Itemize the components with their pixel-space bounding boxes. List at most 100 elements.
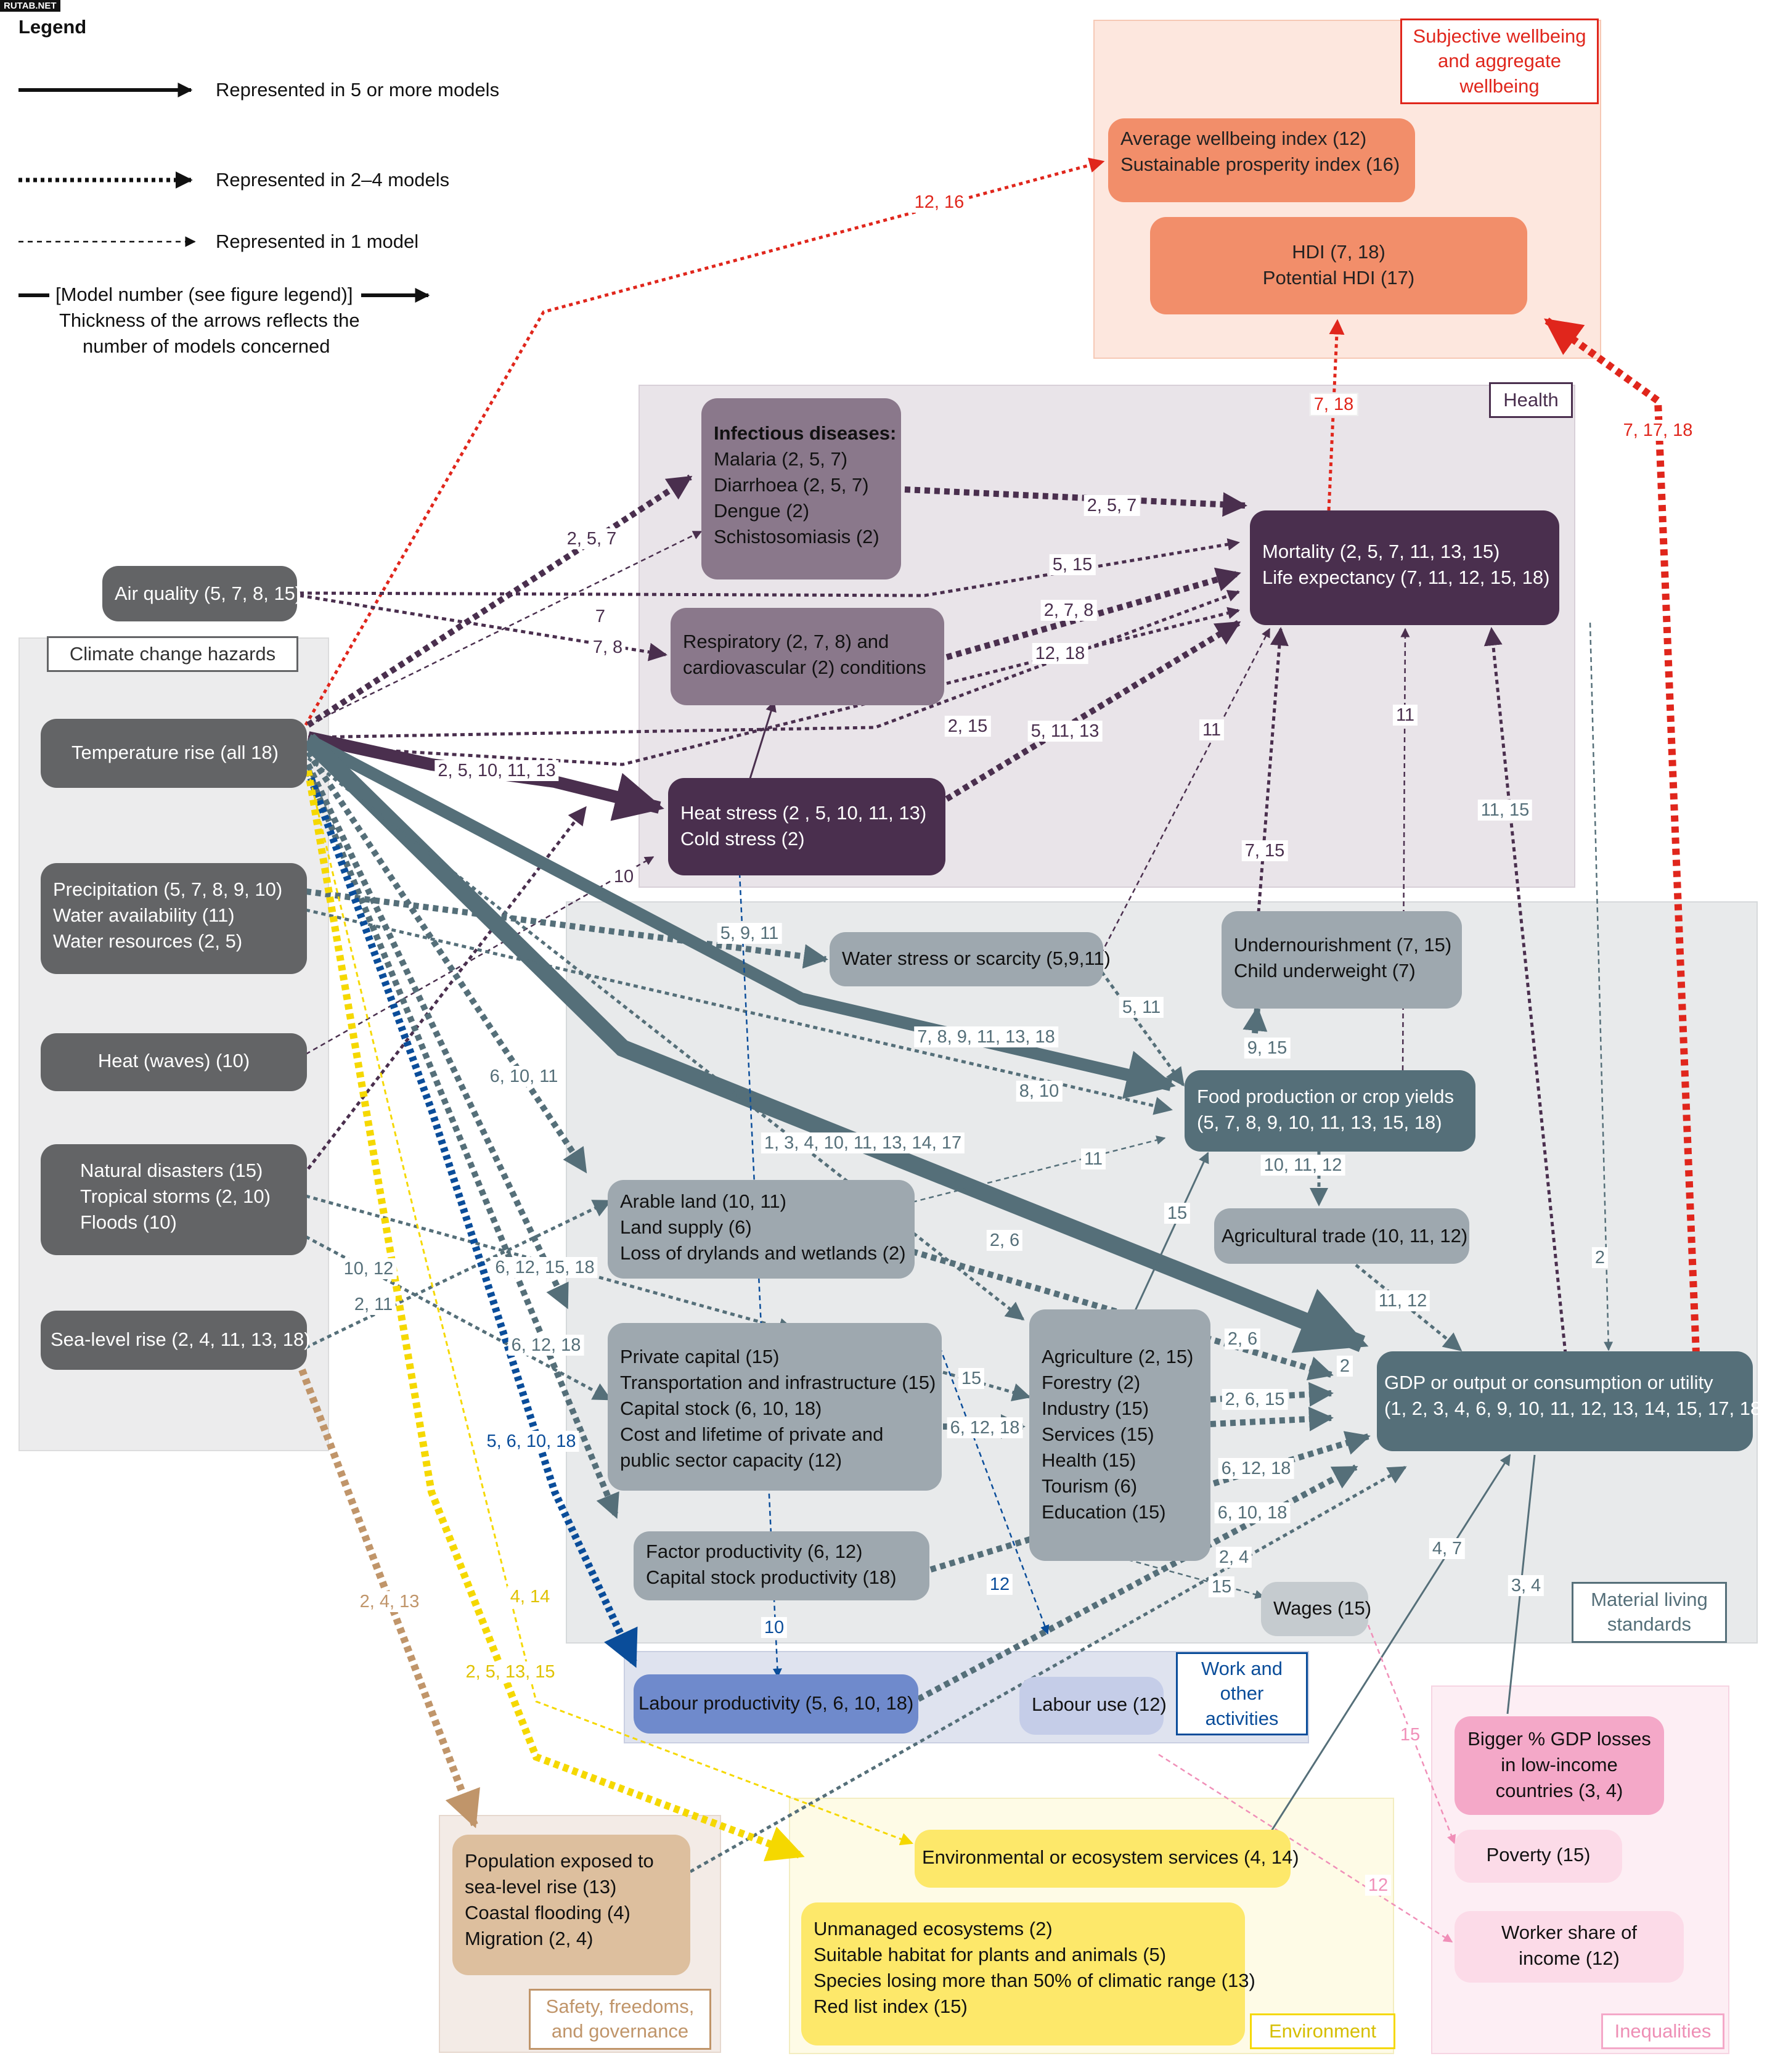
arrow-label: 11, 15 [1477, 800, 1533, 821]
arrow-label: 2, 6 [1224, 1329, 1261, 1349]
node-sectors: Agriculture (2, 15)Forestry (2)Industry … [1029, 1309, 1210, 1561]
arrow-label: 6, 10, 18 [1214, 1502, 1291, 1523]
node-water-stress: Water stress or scarcity (5,9,11) [830, 932, 1111, 986]
legend-title: Legend [18, 16, 87, 38]
region-label-environment: Environment [1250, 2013, 1395, 2050]
node-undernourishment: Undernourishment (7, 15)Child underweigh… [1222, 911, 1462, 1009]
arrow-label: 6, 12, 18 [1218, 1458, 1294, 1479]
node-labour-productivity: Labour productivity (5, 6, 10, 18) [634, 1674, 918, 1734]
arrow-label: 7, 8 [589, 637, 626, 658]
arrow-label: 11 [1199, 719, 1225, 740]
node-gdp: GDP or output or consumption or utility(… [1377, 1351, 1768, 1451]
arrow-label: 2 [1591, 1247, 1609, 1268]
legend-model-number: [Model number (see figure legend)] [55, 284, 353, 305]
node-wellbeing-index: Average wellbeing index (12)Sustainable … [1108, 118, 1415, 202]
arrow-label: 7, 18 [1309, 393, 1358, 416]
region-label-material: Material living standards [1572, 1582, 1727, 1643]
legend-item-2to4: Represented in 2–4 models [216, 169, 450, 190]
arrow-label: 15 [1397, 1724, 1424, 1745]
arrow-label: 3, 4 [1508, 1575, 1544, 1596]
arrow-label: 6, 12, 18 [947, 1417, 1023, 1438]
arrow-label: 2 [1336, 1356, 1353, 1377]
arrow-label: 1, 3, 4, 10, 11, 13, 14, 17 [761, 1132, 965, 1153]
node-air-quality: Air quality (5, 7, 8, 15) [102, 566, 301, 621]
arrow-label: 6, 10, 11 [486, 1066, 561, 1087]
arrow-label: 10 [610, 866, 637, 887]
arrow-label: 2, 6, 15 [1222, 1389, 1288, 1410]
arrow-label: 10 [761, 1617, 788, 1638]
arrow-label: 5, 11, 13 [1027, 721, 1103, 742]
node-unmanaged-ecosystems: Unmanaged ecosystems (2)Suitable habitat… [801, 1902, 1255, 2045]
node-food-production: Food production or crop yields(5, 7, 8, … [1185, 1070, 1475, 1152]
node-arable-land: Arable land (10, 11)Land supply (6)Loss … [608, 1180, 915, 1279]
node-agricultural-trade: Agricultural trade (10, 11, 12) [1214, 1208, 1469, 1264]
legend-thickness-note: Thickness of the arrows reflects the [59, 309, 360, 331]
region-label-wellbeing: Subjective wellbeing and aggregate wellb… [1400, 18, 1599, 104]
arrow-label: 2, 15 [944, 716, 991, 737]
node-hdi: HDI (7, 18)Potential HDI (17) [1150, 217, 1527, 314]
arrow-label: 10, 12 [340, 1258, 397, 1279]
node-natural-disasters: Natural disasters (15)Tropical storms (2… [41, 1144, 307, 1255]
node-environmental-services: Environmental or ecosystem services (4, … [915, 1830, 1299, 1888]
arrow-label: 11, 12 [1375, 1290, 1430, 1311]
arrow-label: 4, 14 [507, 1586, 553, 1607]
node-heat-waves: Heat (waves) (10) [41, 1033, 307, 1091]
arrow-label: 12, 18 [1032, 643, 1088, 664]
arrow-label: 15 [958, 1368, 985, 1389]
arrow-label: 5, 11 [1119, 997, 1164, 1018]
legend-arrows [18, 83, 430, 303]
arrow-label: 2, 5, 13, 15 [462, 1661, 558, 1682]
region-label-safety: Safety, freedoms, and governance [529, 1989, 711, 2050]
node-temperature-rise: Temperature rise (all 18) [41, 719, 307, 788]
safety-arrow [298, 1368, 480, 1828]
arrow-label: 8, 10 [1016, 1081, 1063, 1102]
arrow-label: 7, 8, 9, 11, 13, 18 [914, 1026, 1058, 1047]
wellbeing-arrows [304, 157, 1700, 1354]
inequality-arrows [1158, 1624, 1456, 1943]
legend-thickness-note-2: number of models concerned [83, 335, 330, 357]
arrow-label: 5, 15 [1049, 554, 1096, 575]
node-precipitation: Precipitation (5, 7, 8, 9, 10)Water avai… [41, 863, 307, 974]
arrow-label: 12 [1365, 1875, 1392, 1896]
arrow-label: 5, 9, 11 [717, 923, 782, 944]
node-heat-stress: Heat stress (2 , 5, 10, 11, 13)Cold stre… [668, 778, 945, 875]
arrow-label: 5, 6, 10, 18 [483, 1431, 579, 1452]
arrow-label: 10, 11, 12 [1260, 1155, 1345, 1176]
arrow-label: 9, 15 [1244, 1038, 1291, 1059]
site-logo: RUTAB.NET [0, 0, 60, 12]
arrow-label: 11 [1392, 705, 1418, 726]
region-label-work: Work and other activities [1176, 1652, 1308, 1735]
arrow-label: 12 [986, 1574, 1013, 1595]
region-label-inequalities: Inequalities [1601, 2013, 1724, 2050]
node-sea-level-rise: Sea-level rise (2, 4, 11, 13, 18) [41, 1311, 311, 1370]
arrow-label: 2, 4 [1215, 1547, 1252, 1568]
labour-arrows [304, 769, 782, 1678]
arrow-label: 7, 15 [1241, 840, 1288, 861]
node-factor-productivity: Factor productivity (6, 12)Capital stock… [634, 1531, 929, 1600]
arrow-label: 12, 16 [911, 192, 968, 213]
arrow-label: 4, 7 [1429, 1538, 1466, 1559]
arrow-label: 2, 6 [986, 1230, 1023, 1251]
node-mortality: Mortality (2, 5, 7, 11, 13, 15)Life expe… [1250, 510, 1559, 625]
node-poverty: Poverty (15) [1455, 1830, 1622, 1883]
node-wages: Wages (15) [1261, 1582, 1371, 1636]
arrow-label: 6, 12, 18 [508, 1335, 584, 1356]
arrow-label: 2, 5, 7 [563, 528, 620, 549]
node-infectious-diseases: Infectious diseases: Malaria (2, 5, 7)Di… [701, 398, 901, 579]
arrow-label: 2, 11 [351, 1294, 396, 1315]
arrow-label: 7, 17, 18 [1620, 420, 1696, 441]
node-private-capital: Private capital (15)Transportation and i… [608, 1323, 942, 1491]
node-labour-use: Labour use (12) [1019, 1677, 1167, 1735]
legend-item-5plus: Represented in 5 or more models [216, 79, 500, 100]
region-label-health: Health [1489, 382, 1573, 419]
environment-arrows [304, 769, 913, 1862]
arrow-label: 7 [592, 606, 609, 627]
arrow-label: 2, 7, 8 [1040, 600, 1097, 621]
arrow-label: 15 [1164, 1203, 1191, 1224]
arrow-label: 2, 4, 13 [356, 1591, 423, 1612]
